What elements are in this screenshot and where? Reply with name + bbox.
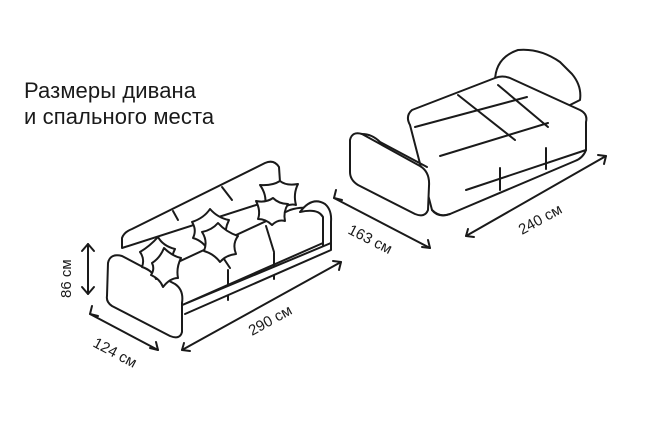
- sofa-front-base: [179, 242, 332, 315]
- bed-grid-v2: [497, 84, 549, 128]
- folded-sofa: [105, 160, 333, 339]
- bed-grid-h1: [414, 96, 528, 128]
- depth-arrow-left: [89, 305, 99, 317]
- title-line-2: и спального места: [24, 104, 215, 129]
- height-arrow-top: [81, 243, 95, 252]
- bed-depth-arrow-left: [333, 189, 343, 201]
- bed-width-label: 240 см: [516, 201, 565, 239]
- seat-divider-2: [265, 225, 275, 253]
- depth-arrow-line: [89, 313, 159, 351]
- bed-front-arm-edge: [361, 133, 428, 168]
- pillow-4: [201, 222, 239, 263]
- bed-depth-arrow-right: [421, 239, 431, 249]
- bed-grid-v1: [457, 94, 516, 141]
- width-arrow-line: [181, 261, 342, 351]
- height-arrow-bottom: [81, 286, 95, 295]
- bed-front-edge: [431, 209, 451, 217]
- back-cushion-divider-1: [172, 210, 179, 221]
- sofa-right-arm: [299, 200, 333, 248]
- depth-arrow-right: [149, 341, 159, 351]
- back-cushion-divider-2: [221, 186, 233, 201]
- pillow-6: [255, 197, 289, 226]
- depth-label: 124 см: [90, 335, 139, 372]
- bed-width-arrow-right: [597, 154, 607, 165]
- dimension-height: 86 см: [58, 243, 95, 298]
- sofa-backrest: [121, 160, 282, 249]
- bed-width-arrow-left: [465, 228, 475, 238]
- bed-front-arm: [349, 132, 431, 217]
- unfolded-bed: [349, 48, 588, 217]
- width-arrow-right: [332, 260, 342, 271]
- bed-grid-h2: [439, 122, 549, 157]
- bed-grid-h3: [465, 149, 587, 191]
- bed-width-arrow-line: [465, 155, 607, 237]
- title-line-1: Размеры дивана: [24, 78, 197, 103]
- width-label: 290 см: [246, 302, 295, 340]
- sofa-left-arm: [105, 254, 184, 339]
- bed-back-roll: [493, 48, 582, 107]
- pillow-2: [150, 247, 182, 288]
- diagram-title: Размеры дивана и спального места: [24, 78, 214, 130]
- bed-depth-arrow-line: [333, 197, 431, 249]
- height-label: 86 см: [58, 259, 75, 298]
- width-arrow-left: [181, 342, 191, 352]
